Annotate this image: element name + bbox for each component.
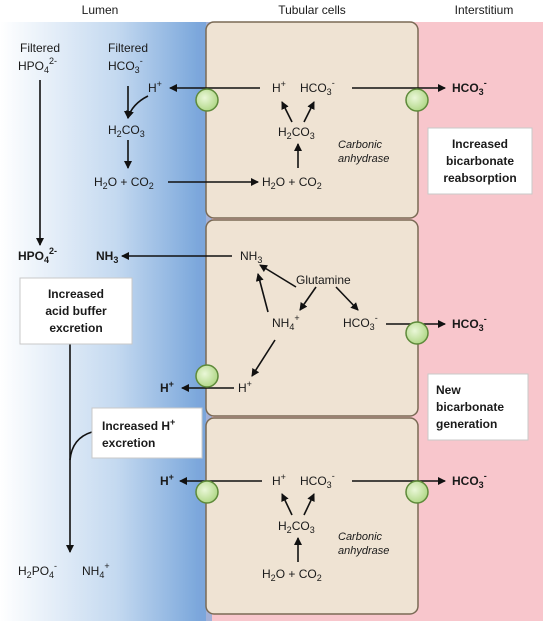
callout-new-bicarbonate-box (427, 373, 529, 441)
callout-acid-buffer-line3: excretion (49, 321, 102, 335)
lumen-h2co3: H2CO3 (108, 123, 145, 139)
tubular-cell-bottom (205, 417, 419, 615)
lumen-h-top: H+ (148, 79, 162, 95)
arrow-nh4-to-nh3 (255, 273, 269, 313)
transporter-basolateral-bottom (405, 480, 429, 504)
lumen-hpo4: HPO42- (18, 246, 57, 265)
callout-reabsorption-line2: bicarbonate (446, 154, 514, 168)
cell-mid-glutamine: Glutamine (296, 273, 351, 287)
cell-top-carbonic: Carbonic (338, 139, 383, 151)
interstitium-hco3-top: HCO3- (452, 78, 487, 97)
cell-bottom-carbonic: Carbonic (338, 531, 383, 543)
cell-mid-hco3: HCO3- (343, 313, 378, 332)
filtered-hpo4-label: Filtered (20, 41, 60, 55)
tubular-header: Tubular cells (278, 3, 346, 17)
callout-h-excretion-line2: excretion (102, 436, 155, 450)
arrow-h2co3-to-hco3-bottom (303, 493, 315, 516)
lumen-h-bottom: H+ (160, 472, 174, 488)
arrow-h-excretion-link (69, 431, 93, 461)
callout-reabsorption-box (427, 127, 533, 195)
lumen-nh3: NH3 (96, 249, 118, 265)
lumen-h2po4: H2PO4- (18, 561, 57, 580)
interstitium-hco3-bottom: HCO3- (452, 471, 487, 490)
callout-reabsorption: Increased bicarbonate reabsorption (427, 127, 533, 195)
callout-acid-buffer-box (19, 277, 133, 345)
hco3-filtered-formula: HCO3- (108, 56, 143, 75)
tubular-cell-middle (205, 219, 419, 417)
cell-top-hco3: HCO3- (300, 78, 335, 97)
callout-new-bicarbonate-line3: generation (436, 417, 497, 431)
transporter-apical-top (195, 88, 219, 112)
arrow-h2co3-to-hco3-top (303, 101, 315, 123)
lumen-header: Lumen (82, 3, 119, 17)
callout-h-excretion-box (91, 407, 203, 459)
hpo4-filtered-formula: HPO42- (18, 56, 57, 75)
callout-new-bicarbonate-line1: New (436, 383, 461, 397)
cell-bottom-h2o-co2: H2O + CO2 (262, 567, 322, 583)
cell-mid-nh3: NH3 (240, 249, 262, 265)
filtered-hco3-label: Filtered (108, 41, 148, 55)
cell-bottom-hco3: HCO3- (300, 471, 335, 490)
cell-top-h2co3: H2CO3 (278, 125, 315, 141)
callout-reabsorption-line1: Increased (452, 137, 508, 151)
callout-new-bicarbonate-line2: bicarbonate (436, 400, 504, 414)
cell-mid-nh4: NH4+ (272, 313, 300, 332)
cell-bottom-h2co3: H2CO3 (278, 519, 315, 535)
arrow-glutamine-to-hco3 (335, 286, 359, 311)
callout-acid-buffer-line1: Increased (48, 287, 104, 301)
interstitium-hco3-mid: HCO3- (452, 314, 487, 333)
arrow-h2co3-to-h-bottom (281, 493, 293, 516)
callout-h-excretion: Increased H+ excretion (91, 407, 203, 459)
tubular-cell-top (205, 21, 419, 219)
arrow-h2co3-to-h-top (281, 101, 293, 123)
arrow-glutamine-to-nh4 (299, 286, 317, 311)
transporter-basolateral-top (405, 88, 429, 112)
callout-acid-buffer: Increased acid buffer excretion (19, 277, 133, 345)
arrow-glutamine-to-nh3 (259, 264, 297, 288)
callout-new-bicarbonate: New bicarbonate generation (427, 373, 529, 441)
callout-reabsorption-line3: reabsorption (443, 171, 516, 185)
transporter-apical-bottom (195, 480, 219, 504)
cell-bottom-anhydrase: anhydrase (338, 545, 389, 557)
transporters (195, 88, 429, 504)
cell-mid-h: H+ (238, 379, 252, 395)
callout-acid-buffer-line2: acid buffer (45, 304, 107, 318)
transporter-apical-mid (195, 364, 219, 388)
arrow-nh4-to-h (251, 339, 276, 377)
cell-top-h: H+ (272, 79, 286, 95)
transporter-basolateral-mid (405, 321, 429, 345)
lumen-h-mid: H+ (160, 379, 174, 395)
cell-top-h2o-co2: H2O + CO2 (262, 175, 322, 191)
cell-bottom-h: H+ (272, 472, 286, 488)
lumen-nh4: NH4+ (82, 561, 110, 580)
lumen-h2o-co2: H2O + CO2 (94, 175, 154, 191)
arrows (36, 80, 446, 562)
interstitium-header: Interstitium (455, 3, 514, 17)
callout-h-excretion-line1: Increased H+ (102, 417, 175, 433)
cell-top-anhydrase: anhydrase (338, 153, 389, 165)
